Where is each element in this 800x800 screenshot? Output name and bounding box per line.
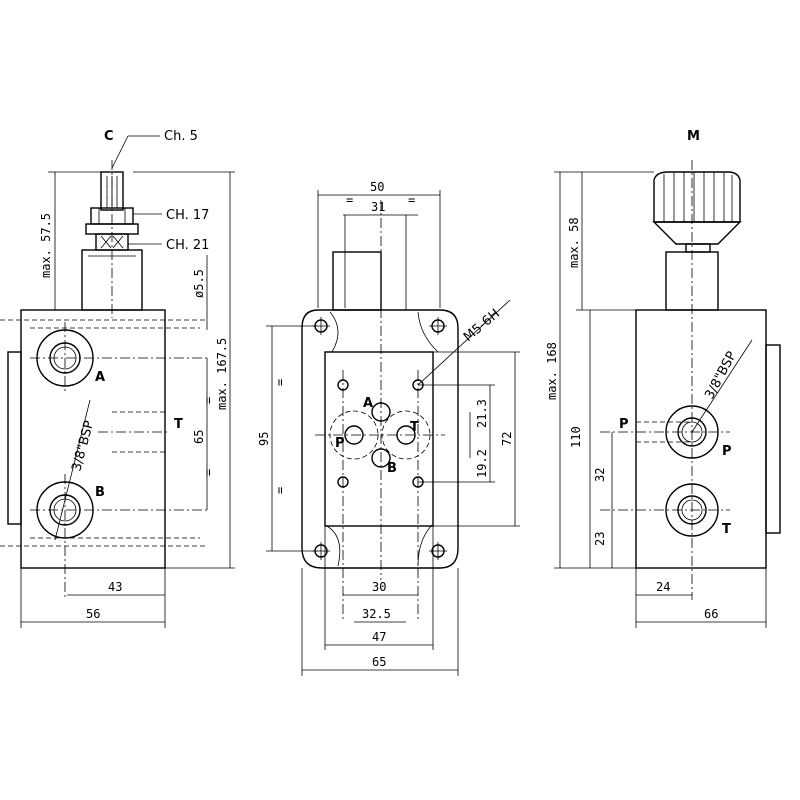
- right-dim-body-height: 110: [569, 426, 583, 448]
- right-knob-taper: [652, 221, 742, 245]
- middle-dim-width: 65: [372, 655, 386, 669]
- middle-port-b: [371, 448, 391, 468]
- right-port-t-label: T: [722, 522, 731, 537]
- middle-dim-21-3: 21.3: [475, 399, 489, 428]
- left-port-b-label: B: [95, 485, 105, 500]
- middle-equal-left-top: =: [273, 379, 287, 386]
- middle-face: [324, 351, 434, 527]
- middle-dim-top-width: 50: [370, 180, 384, 194]
- left-equal-mark-bottom: =: [201, 469, 215, 476]
- left-body: [20, 309, 166, 569]
- left-dim-diameter: ø5.5: [192, 269, 206, 298]
- left-view-label: C: [104, 129, 114, 144]
- spanner-ch5-label: Ch. 5: [164, 129, 198, 144]
- right-dim-32: 32: [593, 468, 607, 482]
- left-port-t-label: T: [174, 417, 183, 432]
- spanner-ch21-label: CH. 21: [166, 238, 209, 253]
- right-port-p-left-label: P: [619, 417, 629, 432]
- left-dim-port-spacing: 65: [192, 430, 206, 444]
- left-port-a-label: A: [95, 370, 105, 385]
- left-dim-port-offset: 43: [108, 580, 122, 594]
- middle-port-t-label: T: [410, 420, 419, 435]
- left-dim-max-total: max. 167.5: [215, 338, 229, 410]
- middle-equal-top-right: =: [408, 193, 415, 207]
- middle-stub: [332, 251, 382, 311]
- middle-dim-bottom-30: 30: [372, 580, 386, 594]
- middle-port-p: [344, 425, 364, 445]
- left-equal-mark-top: =: [201, 397, 215, 404]
- left-view: C Ch. 5 CH. 17 CH. 21 A B T 3/8"BSP max.…: [0, 129, 235, 628]
- right-dim-24: 24: [656, 580, 670, 594]
- middle-dim-19-2: 19.2: [475, 449, 489, 478]
- left-dim-max-top: max. 57.5: [39, 213, 53, 278]
- middle-port-a: [371, 402, 391, 422]
- middle-port-b-label: B: [387, 461, 397, 476]
- left-dim-width: 56: [86, 607, 100, 621]
- right-dim-width: 66: [704, 607, 718, 621]
- right-dim-max-top: max. 58: [567, 217, 581, 268]
- right-view-label: M: [687, 129, 700, 144]
- middle-plate: [301, 309, 459, 569]
- middle-port-a-label: A: [363, 396, 373, 411]
- spanner-ch17-label: CH. 17: [166, 208, 209, 223]
- middle-dim-bottom-47: 47: [372, 630, 386, 644]
- middle-equal-top-left: =: [346, 193, 353, 207]
- middle-dim-top-inner: 31: [371, 200, 385, 214]
- right-knob: [653, 171, 741, 223]
- middle-dim-height: 95: [257, 432, 271, 446]
- middle-port-p-label: P: [335, 436, 345, 451]
- right-side-plate: [765, 344, 781, 534]
- right-dim-23: 23: [593, 532, 607, 546]
- right-view: M P P T 3/8"BSP max. 58 max. 168 110 32 …: [545, 129, 781, 628]
- right-port-p-right-label: P: [722, 444, 732, 459]
- middle-dim-bottom-32-5: 32.5: [362, 607, 391, 621]
- right-dim-max-total: max. 168: [545, 342, 559, 400]
- middle-dim-right-height: 72: [500, 432, 514, 446]
- right-thread-label: 3/8"BSP: [702, 349, 740, 402]
- middle-equal-left-bottom: =: [273, 487, 287, 494]
- middle-thread-label: M5-6H: [461, 306, 503, 345]
- middle-view: 50 31 = = 95 = = 72 21.3 19.2 30 32.5 47…: [257, 180, 520, 676]
- left-thread-label: 3/8"BSP: [69, 419, 97, 473]
- left-side-plate: [7, 351, 22, 525]
